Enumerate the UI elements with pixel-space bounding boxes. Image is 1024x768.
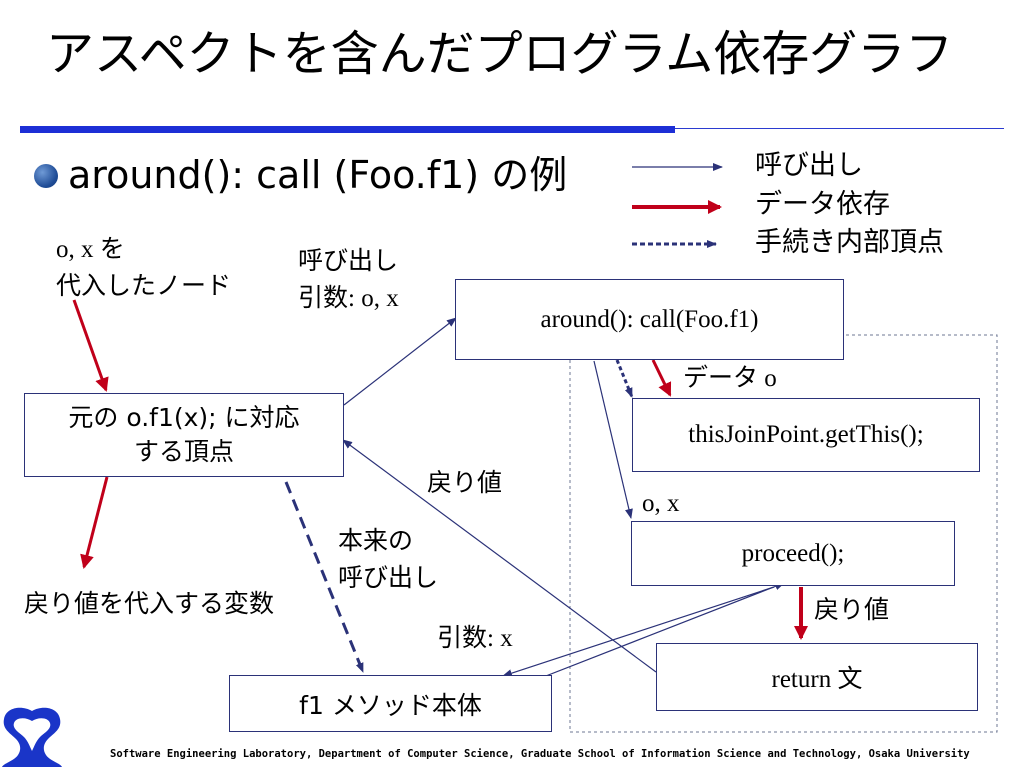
title-divider bbox=[20, 126, 675, 133]
legend-data: データ依存 bbox=[755, 189, 890, 220]
node-return: return 文 bbox=[656, 643, 978, 711]
label-return-value-2: 戻り値 bbox=[814, 595, 890, 624]
label-call-args-line1: 呼び出し bbox=[298, 246, 399, 275]
node-proceed-text: proceed(); bbox=[741, 539, 845, 567]
label-arg-x: 引数: x bbox=[437, 625, 513, 652]
edge-around-to-thisjoinpoint-data bbox=[651, 359, 672, 397]
label-original-call-line1: 本来の bbox=[338, 526, 414, 555]
label-return-var: 戻り値を代入する変数 bbox=[24, 589, 275, 618]
label-return-value-1: 戻り値 bbox=[427, 468, 503, 497]
title-divider-thin bbox=[675, 128, 1004, 129]
node-around-text: around(): call(Foo.f1) bbox=[540, 305, 759, 333]
node-original-line2: する頂点 bbox=[133, 437, 234, 466]
procedure-region bbox=[569, 334, 998, 733]
node-proceed: proceed(); bbox=[631, 521, 955, 586]
edge-f1-to-proceed bbox=[509, 582, 785, 691]
node-f1-body: f1 メソッド本体 bbox=[229, 675, 552, 732]
edge-around-to-thisjoinpoint-proc bbox=[615, 359, 634, 398]
label-call-args-line2: 引数: o, x bbox=[298, 285, 399, 312]
node-this-join-point-text: thisJoinPoint.getThis(); bbox=[688, 421, 924, 448]
edge-original-to-around bbox=[343, 317, 457, 406]
label-assign-line1: o, x を bbox=[56, 236, 125, 263]
page-title: アスペクトを含んだプログラム依存グラフ bbox=[46, 26, 954, 82]
edge-proceed-to-f1 bbox=[502, 586, 775, 677]
edge-return-to-original bbox=[342, 439, 657, 673]
legend-call: 呼び出し bbox=[755, 150, 863, 181]
node-original-line1: 元の o.f1(x); に対応 bbox=[68, 403, 300, 433]
node-original: 元の o.f1(x); に対応 する頂点 bbox=[24, 393, 344, 477]
legend-procedure: 手続き内部頂点 bbox=[755, 227, 944, 258]
footer-text: Software Engineering Laboratory, Departm… bbox=[110, 748, 970, 760]
edge-assign-to-original bbox=[72, 299, 109, 392]
node-f1-body-text: f1 メソッド本体 bbox=[299, 690, 482, 720]
osaka-university-logo bbox=[2, 707, 62, 767]
bullet-icon bbox=[34, 164, 58, 188]
edge-around-to-proceed bbox=[593, 360, 633, 519]
label-original-call-line2: 呼び出し bbox=[338, 563, 439, 592]
label-data-o: データ o bbox=[683, 365, 777, 392]
edge-original-to-return-var bbox=[80, 476, 109, 569]
edge-original-to-f1 bbox=[284, 481, 365, 673]
label-o-x: o, x bbox=[642, 490, 680, 517]
bullet-text: around(): call (Foo.f1) の例 bbox=[68, 153, 568, 197]
node-return-text: return 文 bbox=[771, 666, 863, 693]
node-this-join-point: thisJoinPoint.getThis(); bbox=[632, 398, 980, 472]
node-around: around(): call(Foo.f1) bbox=[455, 279, 844, 360]
label-assign-line2: 代入したノード bbox=[56, 271, 232, 300]
